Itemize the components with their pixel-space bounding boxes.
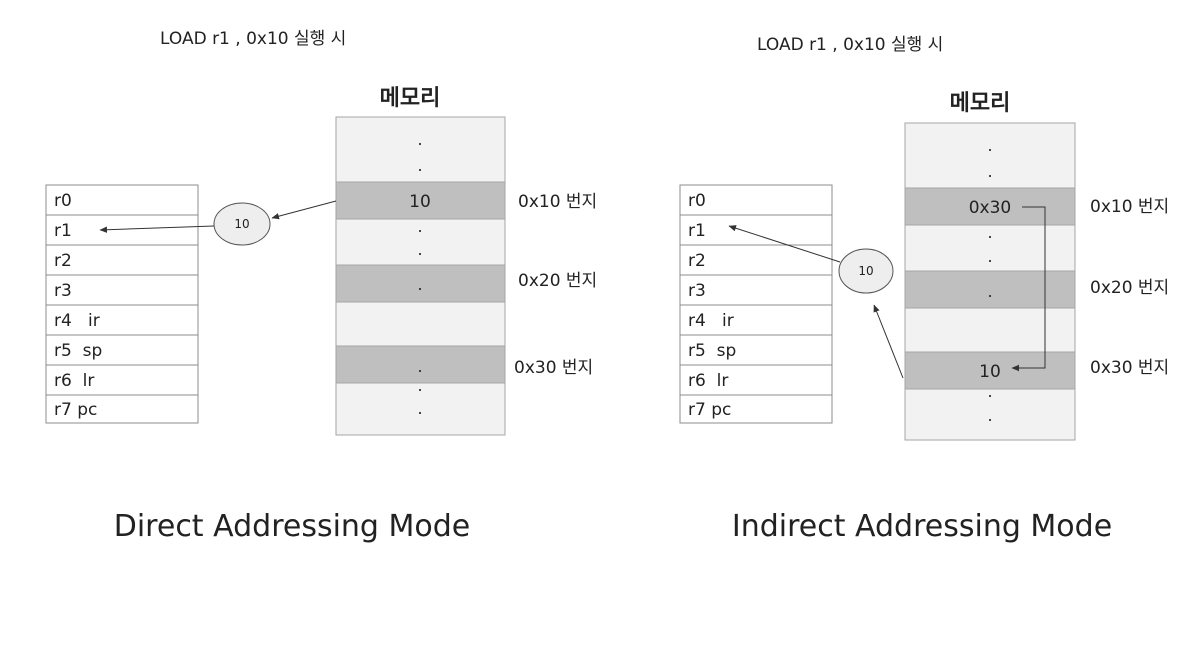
- indirect-register-row: [679, 274, 833, 306]
- indirect-register-label: r5 sp: [688, 341, 736, 361]
- indirect-register-row: [679, 304, 833, 336]
- direct-dot: .: [417, 130, 422, 149]
- direct-dot: .: [417, 156, 422, 175]
- direct-cell-0x20: [335, 264, 506, 303]
- indirect-register-label: r6 lr: [688, 371, 728, 391]
- direct-register-file: r0 r1 r2 r3 r4 ir r5 sp r6 lr r7 pc: [45, 184, 199, 424]
- indirect-dot: .: [987, 223, 992, 242]
- indirect-dot: .: [987, 282, 992, 301]
- indirect-circle-value: 10: [858, 264, 873, 278]
- direct-arrow-memory-to-circle: [271, 200, 337, 220]
- indirect-register-label: r0: [688, 191, 706, 211]
- indirect-cell-0x20: [904, 270, 1076, 309]
- indirect-pointer-arrow: [1011, 206, 1046, 372]
- indirect-register-row: [679, 334, 833, 366]
- indirect-cell-0x30: [904, 351, 1076, 390]
- direct-addr-0x20: 0x20 번지: [518, 271, 597, 291]
- indirect-register-row: [679, 214, 833, 246]
- indirect-addr-0x10: 0x10 번지: [1090, 197, 1169, 217]
- direct-cell-0x10: [335, 181, 506, 220]
- indirect-cell-0x30-value: 10: [979, 362, 1001, 382]
- indirect-register-label: r7 pc: [688, 400, 731, 420]
- indirect-panel: LOAD r1 , 0x10 실행 시 메모리 . . 0x30 . . . 1…: [679, 35, 1169, 544]
- indirect-dot: .: [987, 162, 992, 181]
- indirect-dot: .: [987, 382, 992, 401]
- indirect-memory: . . 0x30 . . . 10 . .: [904, 122, 1076, 441]
- direct-dot: .: [417, 399, 422, 418]
- indirect-register-row: [679, 244, 833, 276]
- direct-mode-label: Direct Addressing Mode: [114, 509, 471, 544]
- direct-dot: .: [417, 217, 422, 236]
- direct-circle-value: 10: [234, 217, 249, 231]
- indirect-addr-0x30: 0x30 번지: [1090, 358, 1169, 378]
- indirect-dot: .: [987, 136, 992, 155]
- direct-value-circle: [213, 202, 271, 246]
- direct-arrow-circle-to-r1: [99, 225, 215, 233]
- direct-addr-0x10: 0x10 번지: [518, 192, 597, 212]
- indirect-arrow-memory-to-circle: [873, 304, 904, 379]
- direct-register-label: r4 ir: [54, 311, 100, 331]
- indirect-register-label: r2: [688, 251, 706, 271]
- direct-cell-0x30: [335, 345, 506, 384]
- indirect-register-file: r0 r1 r2 r3 r4 ir r5 sp r6 lr r7 pc: [679, 184, 833, 424]
- direct-dot: .: [417, 376, 422, 395]
- indirect-register-row: [679, 394, 833, 424]
- indirect-memory-title: 메모리: [950, 91, 1011, 116]
- direct-addr-0x30: 0x30 번지: [514, 358, 593, 378]
- indirect-register-label: r4 ir: [688, 311, 734, 331]
- indirect-register-row: [679, 184, 833, 216]
- direct-dot: .: [417, 240, 422, 259]
- indirect-addr-0x20: 0x20 번지: [1090, 278, 1169, 298]
- direct-register-row: [45, 334, 199, 366]
- direct-register-row: [45, 214, 199, 246]
- indirect-register-label: r3: [688, 281, 706, 301]
- direct-register-label: r0: [54, 191, 72, 211]
- direct-register-row: [45, 394, 199, 424]
- indirect-cell-0x10-value: 0x30: [969, 198, 1012, 218]
- indirect-arrow-circle-to-r1: [728, 225, 841, 263]
- direct-register-label: r1: [54, 221, 72, 241]
- indirect-dot: .: [987, 247, 992, 266]
- direct-panel: LOAD r1 , 0x10 실행 시 메모리 . . 10 . . . . .…: [45, 29, 597, 544]
- direct-register-label: r2: [54, 251, 72, 271]
- direct-instruction: LOAD r1 , 0x10 실행 시: [160, 29, 346, 49]
- indirect-value-circle: [838, 248, 894, 294]
- indirect-dot: .: [987, 406, 992, 425]
- indirect-register-label: r1: [688, 221, 706, 241]
- indirect-cell-0x10: [904, 187, 1076, 226]
- direct-register-row: [45, 364, 199, 396]
- direct-register-label: r5 sp: [54, 341, 102, 361]
- direct-dot: .: [417, 357, 422, 376]
- direct-register-label: r6 lr: [54, 371, 94, 391]
- indirect-mode-label: Indirect Addressing Mode: [732, 509, 1112, 544]
- direct-register-label: r3: [54, 281, 72, 301]
- direct-register-row: [45, 274, 199, 306]
- direct-cell-0x10-value: 10: [409, 192, 431, 212]
- direct-memory: . . 10 . . . . . .: [335, 116, 506, 436]
- direct-dot: .: [417, 275, 422, 294]
- direct-memory-title: 메모리: [380, 86, 441, 111]
- indirect-instruction: LOAD r1 , 0x10 실행 시: [757, 35, 943, 55]
- direct-register-label: r7 pc: [54, 400, 97, 420]
